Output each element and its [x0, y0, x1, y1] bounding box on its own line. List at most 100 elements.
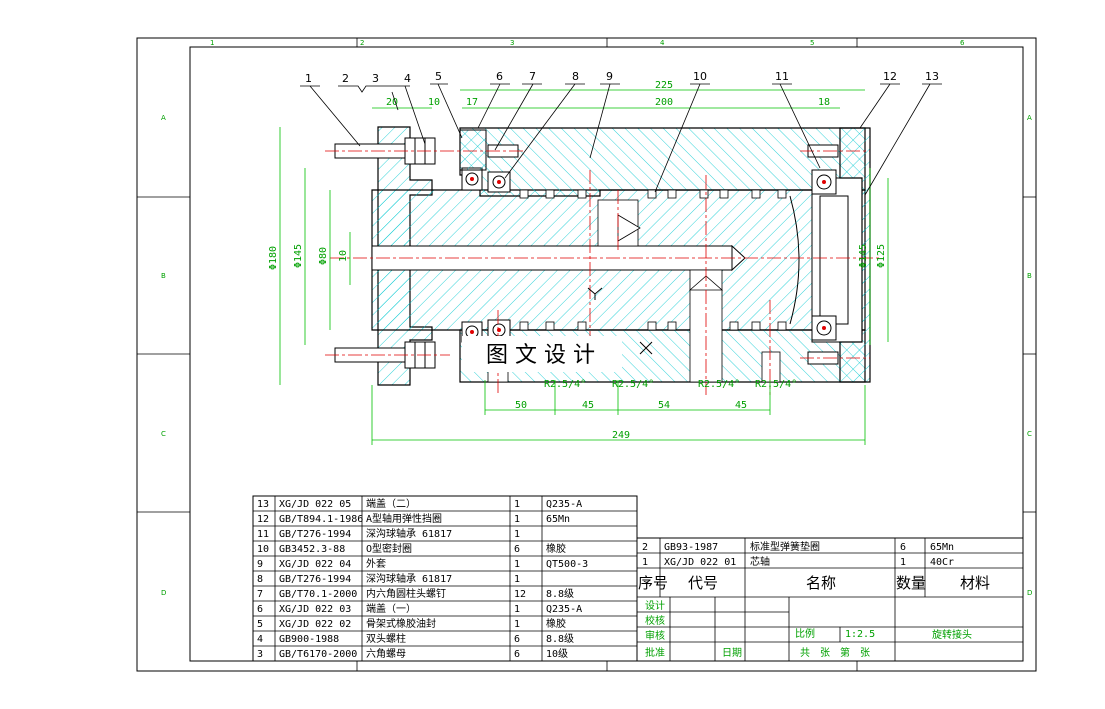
dim-text: R2.5/4°: [755, 379, 797, 390]
title-grid: [637, 538, 1023, 661]
balloon-11: 11: [775, 70, 789, 83]
y-mark: [587, 287, 603, 300]
part-material: 橡胶: [546, 542, 566, 555]
part-code: GB/T70.1-2000: [279, 589, 357, 600]
part-code: GB900-1988: [279, 634, 339, 645]
balloon-8: 8: [572, 70, 579, 83]
part-no: 11: [257, 529, 269, 540]
balloon-3: 3: [372, 72, 379, 85]
dim-text: R2.5/4°: [612, 379, 654, 390]
balloon-10: 10: [693, 70, 707, 83]
label-review: 审核: [645, 629, 665, 642]
zone-label: B: [161, 272, 166, 280]
dim-text: 10: [338, 250, 349, 262]
part-no: 4: [257, 634, 263, 645]
label-design: 设计: [645, 599, 665, 612]
label-approve: 批准: [645, 646, 665, 659]
port-outlet: [761, 351, 781, 383]
zone-labels-side: A B C D A B C D: [161, 114, 1032, 597]
part-name: 标准型弹簧垫圈: [750, 540, 820, 553]
dim-text: Φ180: [268, 246, 279, 270]
part-code: GB/T276-1994: [279, 529, 351, 540]
part-material: 橡胶: [546, 617, 566, 630]
part-name: O型密封圈: [366, 542, 412, 555]
balloon-13: 13: [925, 70, 939, 83]
part-code: GB3452.3-88: [279, 544, 345, 555]
part-qty: 1: [514, 559, 520, 570]
dim-text: 225: [655, 80, 673, 91]
balloon-12: 12: [883, 70, 897, 83]
balloon-1: 1: [305, 72, 312, 85]
part-code: GB/T6170-2000: [279, 649, 357, 660]
zone-label: D: [1027, 589, 1032, 597]
balloon-9: 9: [606, 70, 613, 83]
title-block-frame: [636, 537, 1024, 662]
header-code: 代号: [688, 574, 718, 592]
dim-text: 45: [582, 400, 594, 411]
part-material: 40Cr: [930, 557, 954, 568]
dim-text: R2.5/4°: [544, 379, 586, 390]
part-code: XG/JD 022 05: [279, 499, 351, 510]
zone-label: 2: [360, 39, 364, 47]
part-code: XG/JD 022 02: [279, 619, 351, 630]
header-name: 名称: [806, 574, 836, 592]
part-qty: 1: [514, 619, 520, 630]
part-material: 8.8级: [546, 633, 574, 645]
part-name: 内六角圆柱头螺钉: [366, 587, 446, 600]
part-material: 65Mn: [930, 542, 954, 553]
seal-grooves: [519, 189, 787, 331]
zone-label: 4: [660, 39, 665, 47]
balloon-6: 6: [496, 70, 503, 83]
zone-label: A: [1027, 114, 1032, 122]
balloon-labels: 1 2 3 4 5 6 7 8 9 10 11 12 13: [305, 70, 939, 85]
part-qty: 1: [900, 557, 906, 568]
dim-text: 10: [428, 97, 440, 108]
part-code: GB/T276-1994: [279, 574, 351, 585]
part-qty: 6: [514, 634, 520, 645]
zone-labels-top: 1 2 3 4 5 6: [210, 39, 965, 47]
part-name: 深沟球轴承 61817: [366, 527, 452, 540]
part-qty: 12: [514, 589, 526, 600]
dim-text: Φ125: [876, 244, 887, 268]
zone-label: C: [161, 430, 166, 438]
drawing-title: 旋转接头: [932, 628, 972, 641]
part-no: 13: [257, 499, 269, 510]
dim-text: 20: [386, 97, 398, 108]
part-qty: 1: [514, 529, 520, 540]
dim-text: 18: [818, 97, 830, 108]
part-name: 端盖（二）: [366, 497, 416, 510]
part-code: GB/T894.1-1986: [279, 514, 363, 525]
outer-frame: [136, 37, 1037, 672]
part-name: 外套: [366, 557, 386, 570]
zone-label: C: [1027, 430, 1032, 438]
dim-text: 17: [466, 97, 478, 108]
part-material: QT500-3: [546, 559, 588, 570]
watermark: 图 文 设 计: [486, 343, 595, 368]
zone-label: 3: [510, 39, 514, 47]
dimension-texts: 20 10 17 225 200 18 Φ180 Φ145 Φ80 10 Φ14…: [268, 80, 887, 441]
part-no: 1: [642, 557, 648, 568]
balloon-2: 2: [342, 72, 349, 85]
dim-text: Φ145: [293, 244, 304, 268]
zone-label: D: [161, 589, 166, 597]
label-date: 日期: [722, 647, 742, 659]
label-check: 校核: [645, 614, 665, 627]
dim-text: 249: [612, 430, 630, 441]
channel-tip: [617, 214, 641, 242]
zone-label: B: [1027, 272, 1032, 280]
zone-label: 5: [810, 39, 814, 47]
part-name: A型轴用弹性挡圈: [366, 512, 442, 525]
bore-arc: [789, 195, 800, 325]
outer-sleeve-top: [459, 127, 866, 197]
part-code: XG/JD 022 04: [279, 559, 351, 570]
zone-label: 6: [960, 39, 965, 47]
zone-label: A: [161, 114, 166, 122]
part-name: 端盖（一）: [366, 602, 416, 615]
header-no: 序号: [638, 574, 668, 592]
dim-text: Φ145: [858, 244, 869, 268]
part-qty: 6: [900, 542, 906, 553]
balloon-7: 7: [529, 70, 536, 83]
watermark-bg: [462, 336, 622, 372]
